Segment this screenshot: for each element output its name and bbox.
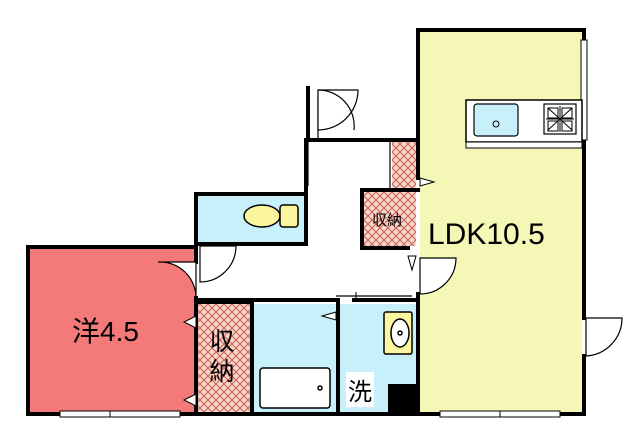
western-room-label: 洋4.5 [72, 316, 139, 347]
kitchen-sink-icon [473, 103, 519, 137]
ldk-room [420, 30, 582, 412]
bathtub-icon [259, 367, 331, 409]
kitchen-counter [465, 99, 583, 149]
windows [59, 39, 588, 418]
storage-small-label: 収納 [372, 212, 403, 229]
storage-small [364, 192, 416, 246]
western-room [30, 249, 196, 412]
storage-large [198, 304, 252, 412]
storage-large-label: 収 納 [207, 327, 237, 387]
door-swing-icon [157, 89, 623, 357]
toilet-icon [243, 204, 299, 228]
stove-icon [543, 103, 577, 135]
storage-large-label-bottom: 納 [209, 357, 235, 386]
ldk-label: LDK10.5 [428, 218, 545, 251]
storage-strip [392, 142, 416, 190]
washer-post [388, 384, 416, 412]
washer-label: 洗 [346, 372, 374, 407]
storage-large-label-top: 収 [209, 327, 235, 356]
wash-basin-icon [383, 311, 413, 355]
